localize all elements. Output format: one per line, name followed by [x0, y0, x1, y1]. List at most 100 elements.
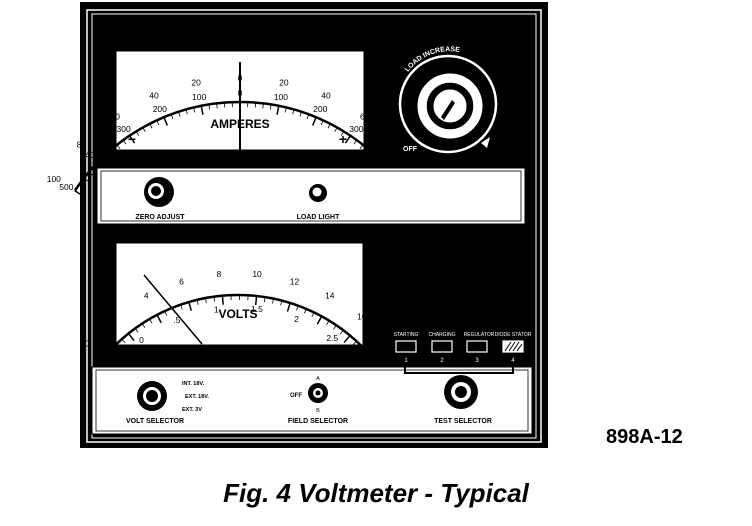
ammeter-tick-43 [365, 149, 370, 154]
volt-option-ext3: EXT. 3V [182, 407, 202, 413]
volt-option-ext18: EXT. 18V. [185, 394, 209, 400]
ammeter-tick-10 [128, 135, 136, 144]
voltmeter-tick-30 [333, 324, 337, 330]
ammeter-tick-11 [135, 131, 140, 136]
test-pos-3-number: 3 [475, 358, 479, 364]
zero-adjust-label: ZERO ADJUST [135, 214, 185, 221]
selector-panel-inner [95, 369, 529, 432]
voltmeter-tick-27 [311, 312, 315, 318]
voltmeter-tick-34 [358, 346, 363, 351]
ammeter-tick-20 [200, 105, 204, 115]
voltmeter-outer-label-5: 10 [252, 269, 262, 279]
ammeter-tick-14 [156, 120, 160, 126]
ammeter-tick-15 [163, 116, 169, 126]
voltmeter-inner-label-5: 2 [294, 314, 299, 324]
ammeter-inner-label-1: 400 [85, 150, 99, 160]
ammeter-label: AMPERES [210, 117, 269, 131]
ammeter-tick-16 [170, 114, 174, 120]
ammeter-tick-19 [193, 107, 196, 113]
voltmeter-inner-label-6: 2.5 [326, 333, 338, 343]
ammeter-outer-label-1: 80 [77, 140, 87, 150]
voltmeter-tick-15 [213, 296, 215, 302]
ammeter-outer-label-6: 20 [279, 77, 289, 87]
ammeter-tick-44 [371, 154, 376, 159]
voltmeter-tick-8 [156, 314, 162, 324]
voltmeter-tick-13 [196, 299, 199, 305]
voltmeter-tick-25 [296, 305, 299, 311]
ammeter-tick-6 [104, 154, 109, 159]
voltmeter-tick-1 [109, 350, 114, 355]
ammeter-inner-label-0: 500 [59, 182, 73, 192]
field-option-off: OFF [290, 393, 302, 399]
voltmeter-outer-label-3: 6 [179, 276, 184, 286]
ammeter-tick-37 [327, 123, 331, 129]
voltmeter-tick-16 [221, 295, 224, 305]
ammeter-tick-22 [216, 103, 218, 109]
voltmeter-outer-label-4: 8 [217, 269, 222, 279]
voltmeter-tick-29 [326, 320, 330, 326]
voltmeter-tick-35 [364, 353, 369, 357]
ammeter-tick-18 [185, 109, 188, 115]
test-pos-2-number: 2 [440, 358, 444, 364]
test-pos-1-window [395, 340, 417, 353]
voltmeter-tick-12 [188, 301, 193, 311]
voltmeter-inner-label-1: 0 [139, 335, 144, 345]
voltmeter-tick-36 [366, 359, 375, 367]
voltmeter-outer-label-2: 4 [144, 291, 149, 301]
load-knob[interactable] [398, 54, 498, 154]
voltmeter-inner-label-7: 3 [360, 361, 365, 371]
ammeter-tick-42 [359, 144, 364, 150]
ammeter-tick-38 [334, 127, 338, 133]
ammeter-tick-9 [122, 139, 127, 145]
test-pos-4-name: DIODE STATOR [495, 332, 532, 338]
field-selector-knob-dot [315, 390, 321, 396]
ammeter-tick-40 [344, 135, 352, 144]
ammeter-tick-17 [178, 111, 181, 117]
figure-caption: Fig. 4 Voltmeter - Typical [223, 478, 529, 508]
test-pos-3-name: REGULATOR [464, 332, 495, 338]
load-light-lens [312, 187, 322, 197]
voltmeter-inner-label-4: 1.5 [251, 304, 263, 314]
ammeter-outer-label-3: 40 [149, 90, 159, 100]
test-selector-knob-dot [455, 386, 467, 398]
ammeter-tick-35 [311, 116, 317, 126]
voltmeter-needle [143, 274, 203, 345]
voltmeter-tick-32 [343, 335, 351, 343]
voltmeter-outer-label-1: 2 [112, 312, 117, 322]
ammeter-outer-label-0: 100 [47, 174, 61, 184]
test-pos-4-number: 4 [511, 358, 515, 364]
voltmeter-tick-2 [115, 344, 120, 349]
test-pos-1-number: 1 [404, 358, 408, 364]
test-positions: STARTING CHARGING REGULATOR DIODE STATOR… [394, 332, 532, 364]
ammeter-inner-label-8: 300 [349, 124, 363, 134]
voltmeter-arc [102, 293, 375, 361]
ammeter-outer-label-7: 40 [321, 90, 331, 100]
ammeter-inner-label-3: 200 [153, 104, 167, 114]
ammeter-inner-label-9: 400 [381, 150, 395, 160]
test-pos-1-name: STARTING [394, 332, 419, 338]
field-option-b: B [316, 408, 320, 414]
ammeter-outer-label-4: 20 [191, 77, 201, 87]
voltmeter-inner-label-3: 1 [214, 304, 219, 314]
ammeter-tick-21 [208, 104, 211, 110]
ammeter-outer-label-2: 60 [110, 111, 120, 121]
ammeter-tick-30 [276, 105, 280, 115]
load-knob-ring [398, 54, 498, 154]
voltmeter-tick-3 [121, 338, 126, 344]
field-selector-label: FIELD SELECTOR [288, 418, 348, 425]
volt-selector-knob-dot [146, 390, 158, 402]
voltmeter-tick-23 [280, 300, 283, 306]
test-pos-2-window [431, 340, 453, 353]
test-selector-bracket [404, 366, 514, 374]
ammeter-tick-41 [353, 139, 358, 145]
ammeter-tick-29 [269, 104, 272, 110]
cabinet-inner-line-2 [91, 13, 537, 439]
voltmeter-tick-21 [263, 297, 266, 303]
voltmeter-outer-label-7: 14 [325, 291, 335, 301]
zero-adjust-panel-inner [100, 170, 522, 222]
voltmeter-inner-label-2: .5 [173, 315, 180, 325]
knob-arrow-icon [481, 137, 490, 148]
voltmeter-outer-label-6: 12 [290, 276, 300, 286]
voltmeter-tick-33 [352, 340, 357, 346]
